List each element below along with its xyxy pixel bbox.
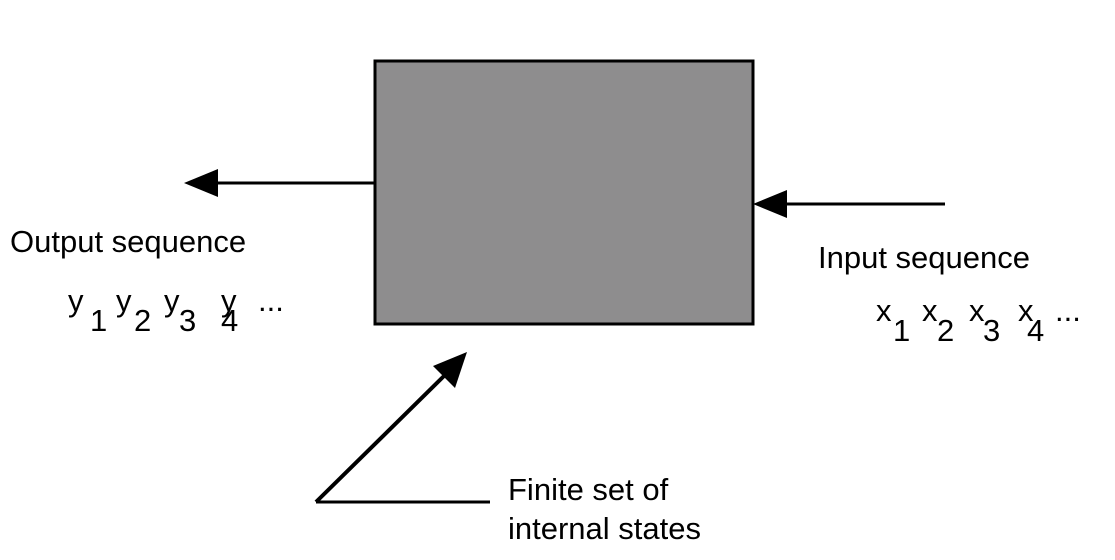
output-sequence-label: Output sequence — [10, 224, 247, 259]
output-symbol-1: y — [68, 283, 84, 318]
input-subscript-2: 2 — [937, 313, 955, 348]
output-symbol-2: y — [116, 283, 132, 318]
states-label-line-2: internal states — [508, 511, 701, 546]
output-subscript-4: 4 — [221, 303, 239, 338]
input-subscript-1: 1 — [893, 313, 911, 348]
output-subscript-2: 2 — [134, 303, 152, 338]
input-sequence-label: Input sequence — [818, 240, 1031, 275]
input-symbol-1: x — [876, 293, 892, 328]
input-arrow-head — [753, 190, 787, 218]
output-ellipsis: ... — [258, 283, 284, 318]
input-symbol-4: x — [1018, 293, 1034, 328]
states-arrow-line — [314, 373, 447, 504]
output-symbol-4: y — [221, 283, 237, 318]
output-symbol-3: y — [164, 283, 180, 318]
input-symbol-3: x — [969, 293, 985, 328]
states-label-line-1: Finite set of — [508, 472, 669, 507]
input-ellipsis: ... — [1055, 293, 1081, 328]
input-symbol-2: x — [922, 293, 938, 328]
states-arrow-head — [433, 352, 467, 388]
output-subscript-3: 3 — [179, 303, 197, 338]
black-box-machine — [373, 59, 755, 326]
input-subscript-3: 3 — [983, 313, 1001, 348]
input-subscript-4: 4 — [1027, 313, 1045, 348]
output-subscript-1: 1 — [90, 303, 108, 338]
output-arrow-head — [184, 169, 218, 197]
